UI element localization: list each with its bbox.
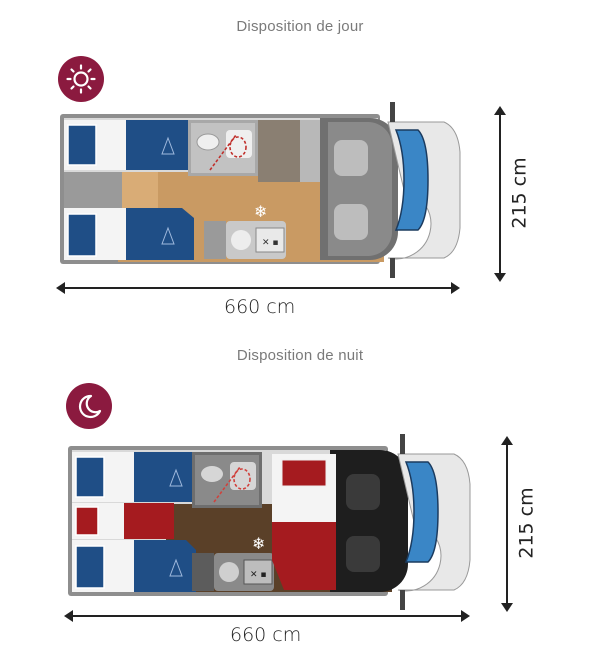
moon-icon [78, 394, 102, 419]
svg-text:❄: ❄ [254, 202, 267, 221]
bed-top-day [64, 120, 188, 170]
sun-icon [66, 64, 96, 94]
day-badge [58, 56, 104, 102]
bed-bottom-night [72, 540, 196, 592]
bathroom-day [188, 120, 258, 176]
drop-down-bed-night [272, 454, 336, 590]
bed-bottom-day [64, 208, 194, 260]
day-length-label: 660 cm [224, 296, 296, 318]
svg-text:✕ ▪: ✕ ▪ [250, 570, 267, 580]
night-floor-plan: ✕ ▪ ❄ [68, 434, 471, 610]
bathroom-night [192, 452, 262, 508]
bed-top-night [72, 452, 192, 502]
night-length-label: 660 cm [230, 624, 302, 646]
svg-text:❄: ❄ [252, 534, 265, 553]
night-layout-title: Disposition de nuit [236, 347, 364, 364]
day-layout-title: Disposition de jour [236, 18, 364, 35]
bed-middle-night [72, 503, 174, 539]
night-width-dimension-line [501, 436, 513, 612]
svg-text:✕ ▪: ✕ ▪ [262, 238, 279, 248]
kitchen-day: ✕ ▪ [204, 221, 286, 259]
cab-day [320, 102, 461, 278]
night-width-label: 215 cm [515, 487, 538, 559]
night-length-dimension-line [64, 610, 470, 622]
kitchen-night: ✕ ▪ [192, 553, 274, 591]
day-length-dimension-line [56, 282, 460, 294]
day-floor-plan: ✕ ▪ ❄ [60, 102, 461, 278]
night-badge [66, 383, 112, 429]
cab-night [272, 434, 471, 610]
day-width-label: 215 cm [508, 157, 531, 229]
day-width-dimension-line [494, 106, 506, 282]
